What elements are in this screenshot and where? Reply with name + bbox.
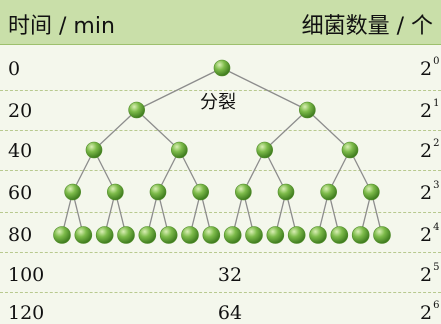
bacterium-cell — [181, 226, 199, 244]
count-value: 20 — [420, 55, 440, 80]
bacterium-cell — [64, 183, 81, 201]
bacterium-cell — [351, 226, 370, 244]
time-value: 0 — [8, 58, 21, 80]
bacterium-cell — [138, 226, 157, 244]
bacterium-cell — [117, 226, 135, 244]
bacterium-cell — [266, 226, 285, 244]
division-branch — [306, 109, 351, 151]
count-base: 2 — [420, 140, 433, 162]
division-label: 分裂 — [200, 92, 236, 113]
bacterium-cell — [171, 141, 188, 159]
count-column-title: 细菌数量 / 个 — [301, 14, 433, 39]
bacterium-cell — [256, 141, 273, 159]
division-branch — [221, 67, 308, 111]
count-base: 2 — [420, 182, 433, 204]
count-value: 26 — [420, 299, 440, 324]
count-base: 2 — [420, 100, 433, 122]
count-value: 23 — [420, 179, 440, 204]
bacterium-cell — [74, 226, 93, 244]
bacterium-cell — [223, 226, 242, 244]
time-value: 20 — [8, 100, 33, 122]
branch-lines — [61, 67, 383, 236]
time-value: 60 — [8, 182, 33, 204]
row-divider — [0, 130, 441, 132]
time-value: 40 — [8, 140, 33, 162]
count-base: 2 — [420, 302, 433, 324]
count-value: 22 — [420, 137, 440, 162]
bacterium-cell — [287, 226, 306, 244]
bacterium-cell — [95, 226, 114, 244]
bacterium-cell — [85, 141, 103, 159]
count-exponent: 6 — [433, 299, 440, 311]
division-branch — [93, 109, 138, 151]
division-branch — [136, 109, 180, 151]
bacterium-cell — [159, 226, 178, 244]
count-base: 2 — [420, 224, 433, 246]
count-base: 2 — [420, 58, 433, 80]
row-divider — [0, 252, 441, 254]
bacterium-cell — [149, 183, 167, 201]
division-branch — [264, 109, 308, 151]
bacterium-cell — [202, 226, 221, 244]
bacterium-cell — [245, 226, 263, 244]
bacterium-cell — [128, 101, 145, 119]
bacterium-cell — [320, 183, 337, 201]
bacteria-count-label: 64 — [217, 302, 243, 324]
bacterium-cell — [235, 183, 252, 201]
count-base: 2 — [420, 264, 433, 286]
bacterium-cell — [330, 226, 349, 244]
row-divider — [0, 212, 441, 214]
bacterium-cell — [373, 226, 391, 244]
count-value: 25 — [420, 261, 440, 286]
count-exponent: 2 — [433, 137, 440, 149]
bacterium-cell — [341, 141, 359, 159]
count-exponent: 5 — [433, 261, 440, 273]
bacteria-count-label: 32 — [217, 264, 243, 286]
bacterium-cell — [299, 101, 316, 119]
time-value: 80 — [8, 224, 33, 246]
table-header: 时间 / min 细菌数量 / 个 — [0, 0, 441, 45]
time-column-title: 时间 / min — [8, 14, 115, 39]
bacterium-cell — [192, 183, 209, 201]
row-divider — [0, 170, 441, 172]
division-branch — [136, 67, 223, 111]
bacterium-cell — [107, 183, 124, 201]
row-divider — [0, 292, 441, 294]
row-divider — [0, 90, 441, 92]
count-exponent: 4 — [433, 221, 440, 233]
time-value: 120 — [8, 302, 45, 324]
count-exponent: 1 — [433, 97, 440, 109]
bacterium-cell — [277, 183, 295, 201]
bacterium-cell — [363, 183, 380, 201]
count-value: 21 — [420, 97, 440, 122]
bacterium-cell — [213, 59, 231, 77]
bacterium-cell — [53, 226, 71, 244]
bacteria-cells — [53, 59, 391, 244]
bacterium-cell — [309, 226, 327, 244]
count-exponent: 3 — [433, 179, 440, 191]
count-value: 24 — [420, 221, 440, 246]
count-exponent: 0 — [433, 55, 440, 67]
time-value: 100 — [8, 264, 45, 286]
